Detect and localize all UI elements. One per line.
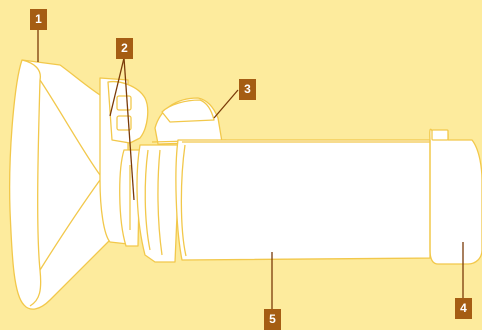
adaptor-band <box>144 149 151 251</box>
leader-2a <box>109 57 125 117</box>
callout-5: 5 <box>264 309 281 330</box>
face-mask-inner-line-2 <box>39 179 101 271</box>
valve-flap-upper <box>116 95 132 111</box>
leader-2b <box>123 57 135 201</box>
leader-3 <box>213 89 239 119</box>
face-mask-inner-line <box>39 79 101 176</box>
end-cap-tab <box>431 129 449 141</box>
end-cap <box>429 128 482 265</box>
valve-flap-lower <box>116 115 132 131</box>
callout-3: 3 <box>239 79 256 100</box>
callout-2: 2 <box>116 38 133 59</box>
chamber-seam <box>180 144 187 257</box>
chamber-body <box>175 139 439 261</box>
callout-4: 4 <box>455 298 472 319</box>
face-mask-rim <box>21 59 42 307</box>
adaptor-band-2 <box>157 149 163 256</box>
callout-1: 1 <box>30 9 47 30</box>
inhaler-port-cap <box>161 99 215 123</box>
